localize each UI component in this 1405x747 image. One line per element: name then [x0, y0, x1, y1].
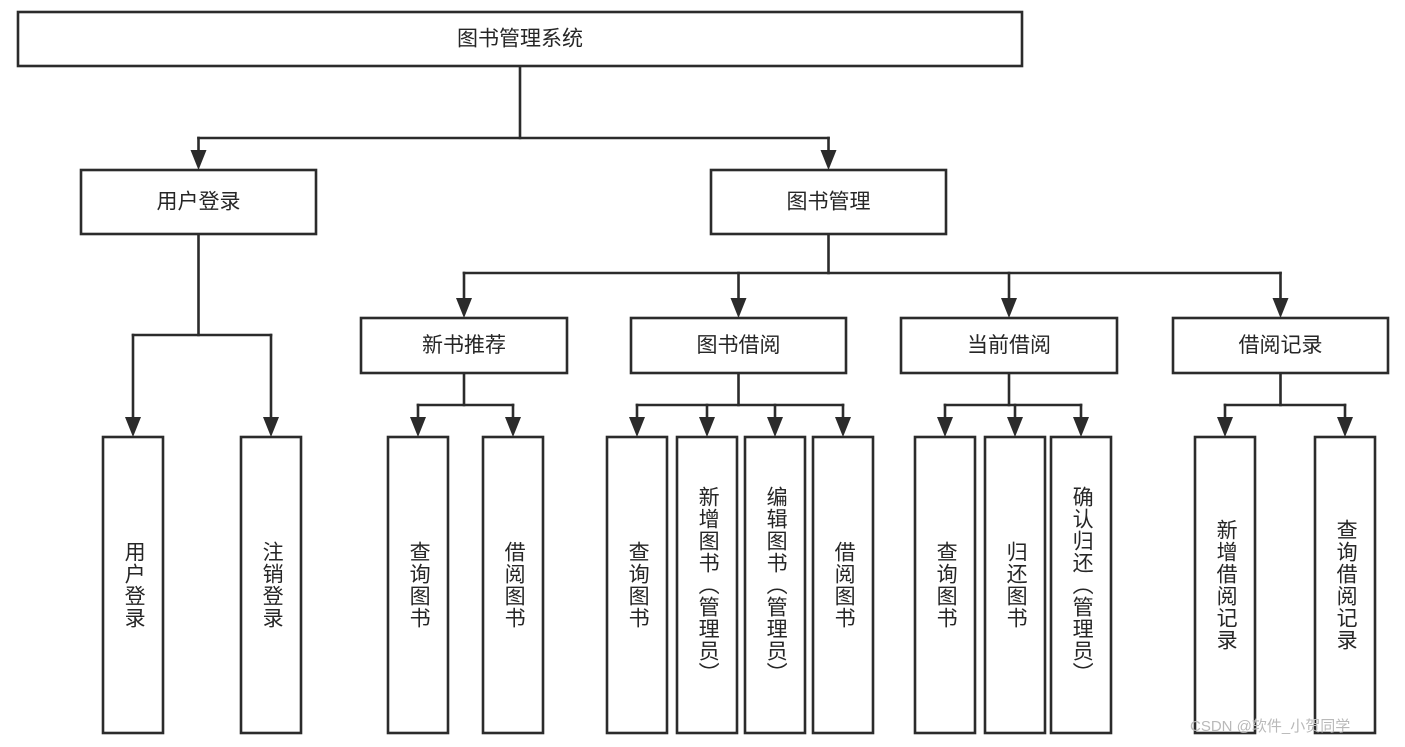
csdn-watermark: CSDN @软件_小贺同学 [1190, 718, 1351, 735]
node-label-root: 图书管理系统 [457, 28, 583, 51]
node-label-current-borrow: 当前借阅 [967, 334, 1051, 357]
node-box-current-borrow[interactable] [899, 316, 1119, 375]
arrow-head-icon-leaf-query-book-2 [629, 417, 645, 437]
node-box-leaf-query-book-1[interactable] [386, 435, 450, 735]
arrow-head-icon-current-borrow [1001, 298, 1017, 318]
node-box-book-manage[interactable] [709, 168, 948, 236]
node-box-leaf-confirm-return[interactable] [1049, 435, 1113, 735]
node-box-leaf-borrow-book-1[interactable] [481, 435, 545, 735]
node-box-leaf-add-record[interactable] [1193, 435, 1257, 735]
connector-layer [125, 64, 1353, 437]
node-box-leaf-query-book-3[interactable] [913, 435, 977, 735]
node-box-leaf-query-book-2[interactable] [605, 435, 669, 735]
arrow-head-icon-leaf-query-book-1 [410, 417, 426, 437]
node-box-book-borrow[interactable] [629, 316, 848, 375]
arrow-head-icon-leaf-confirm-return [1073, 417, 1089, 437]
node-label-borrow-record: 借阅记录 [1239, 334, 1323, 357]
arrow-head-icon-leaf-borrow-book-1 [505, 417, 521, 437]
node-label-book-manage: 图书管理 [787, 191, 871, 214]
node-box-leaf-return-book[interactable] [983, 435, 1047, 735]
box-layer [16, 10, 1390, 735]
node-box-new-book-rec[interactable] [359, 316, 569, 375]
arrow-head-icon-leaf-return-book [1007, 417, 1023, 437]
node-box-leaf-query-record[interactable] [1313, 435, 1377, 735]
node-label-new-book-rec: 新书推荐 [422, 334, 506, 357]
node-box-leaf-borrow-book-2[interactable] [811, 435, 875, 735]
node-label-book-borrow: 图书借阅 [697, 334, 781, 357]
arrow-head-icon-leaf-add-record [1217, 417, 1233, 437]
arrow-head-icon-leaf-borrow-book-2 [835, 417, 851, 437]
node-box-leaf-logout[interactable] [239, 435, 303, 735]
arrow-head-icon-leaf-add-book [699, 417, 715, 437]
arrow-head-icon-borrow-record [1272, 298, 1289, 318]
node-box-root[interactable] [16, 10, 1024, 68]
arrow-head-icon-leaf-edit-book [767, 417, 783, 437]
arrow-head-icon-leaf-user-login [125, 417, 141, 437]
arrow-head-icon-new-book-rec [456, 298, 472, 318]
node-box-leaf-user-login[interactable] [101, 435, 165, 735]
node-box-leaf-edit-book[interactable] [743, 435, 807, 735]
arrow-head-icon-user-login [190, 150, 207, 170]
node-box-user-login[interactable] [79, 168, 318, 236]
node-box-borrow-record[interactable] [1171, 316, 1390, 375]
arrow-head-icon-book-borrow [730, 298, 747, 318]
arrow-head-icon-book-manage [820, 150, 837, 170]
arrow-head-icon-leaf-query-book-3 [937, 417, 953, 437]
arrow-head-icon-leaf-query-record [1337, 417, 1353, 437]
node-label-user-login: 用户登录 [157, 191, 241, 214]
arrow-head-icon-leaf-logout [263, 417, 279, 437]
node-box-leaf-add-book[interactable] [675, 435, 739, 735]
